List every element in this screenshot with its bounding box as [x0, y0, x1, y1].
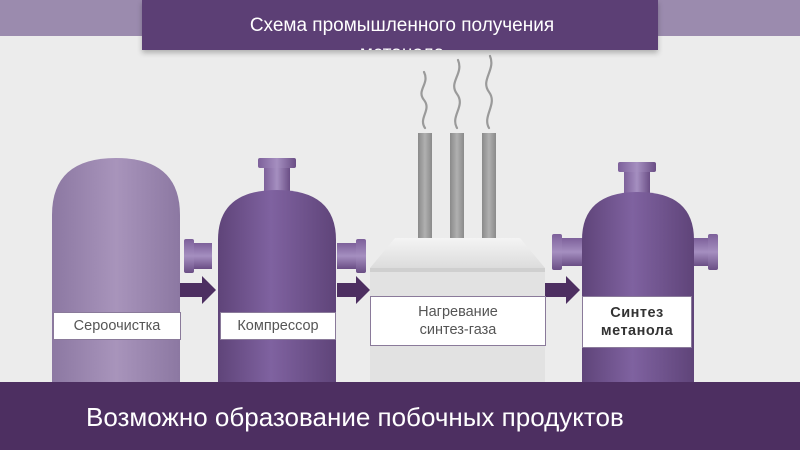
page-title: Схема промышленного получения метанола [249, 15, 555, 50]
furnace [370, 133, 545, 382]
flow-arrow [180, 276, 216, 304]
footer-note: Возможно образование побочных продуктов [86, 402, 624, 432]
synthesis-vessel [552, 162, 718, 382]
title-banner: Схема промышленного получения метанола [142, 0, 658, 50]
smoke-icon [420, 54, 493, 130]
desulfurizer-vessel [52, 158, 180, 382]
footer-band: Возможно образование побочных продуктов [0, 382, 800, 450]
flow-arrow [337, 276, 370, 304]
stage-label-compressor: Компрессор [220, 312, 336, 340]
flow-arrow [545, 276, 580, 304]
stage-label-desulfurization: Сероочистка [53, 312, 181, 340]
stage-label-heating: Нагревание синтез-газа [370, 296, 546, 346]
stage-label-synthesis: Синтез метанола [582, 296, 692, 348]
compressor-vessel [184, 158, 366, 382]
